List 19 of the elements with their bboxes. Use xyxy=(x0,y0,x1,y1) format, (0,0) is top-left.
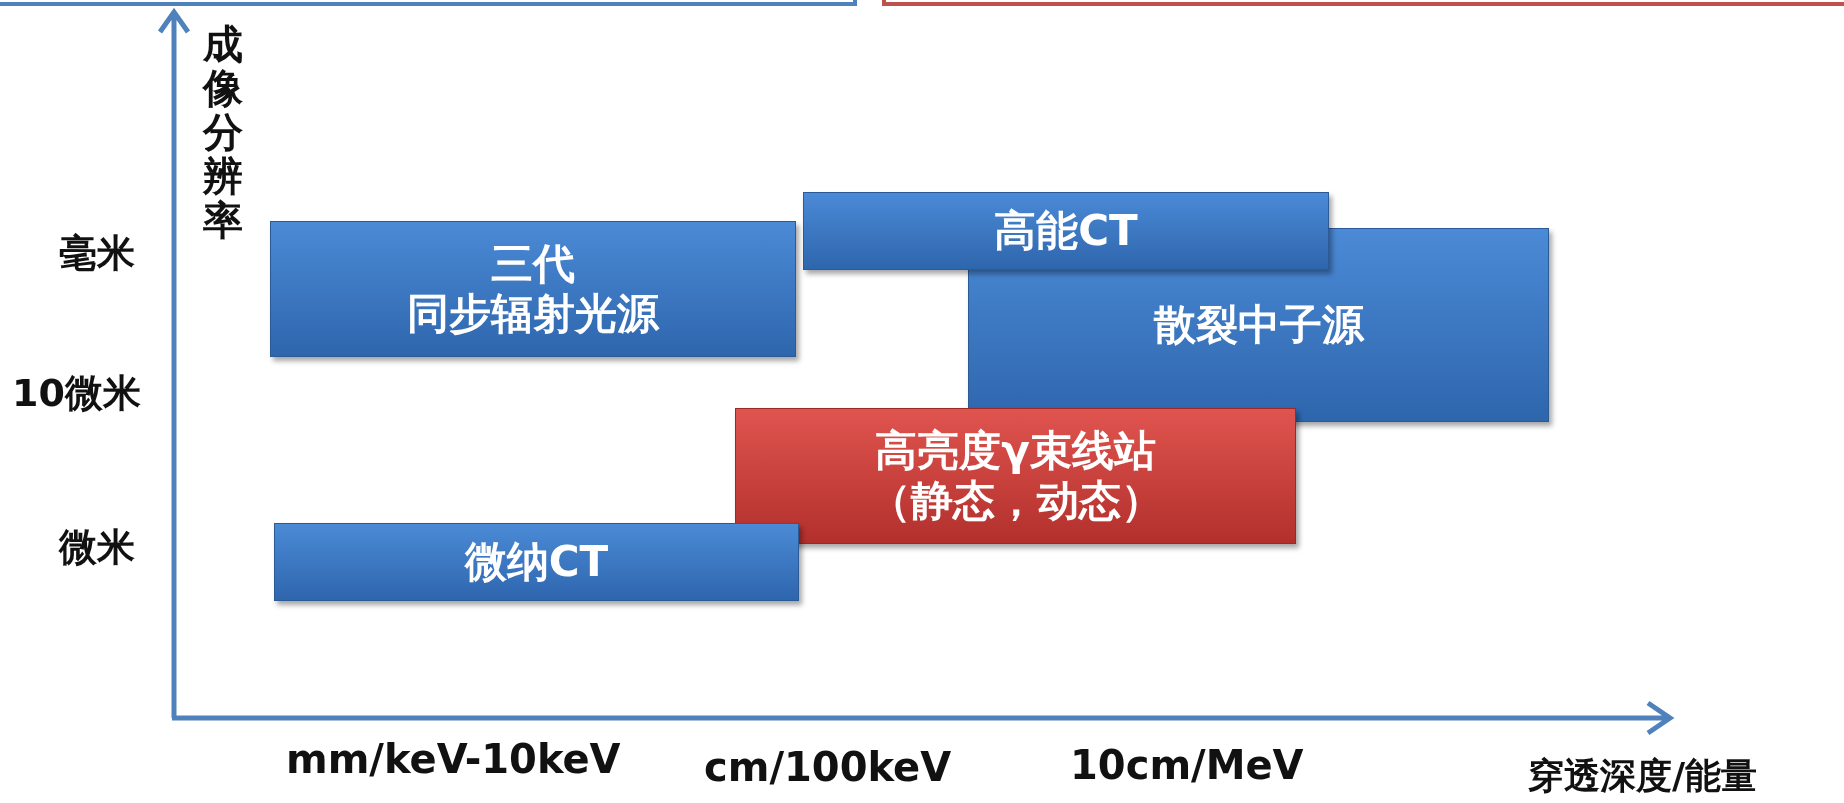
box-label: 三代 xyxy=(491,238,575,289)
axis-title: 穿透深度/能量 xyxy=(1528,754,1758,798)
box-label: 同步辐射光源 xyxy=(407,289,659,340)
tick-label: 毫米 xyxy=(59,230,135,277)
range-box xyxy=(803,192,1329,270)
box-label: （静态，动态） xyxy=(868,476,1163,527)
box-label: 高能CT xyxy=(994,205,1138,257)
range-box xyxy=(735,408,1296,544)
box-label: 高亮度γ束线站 xyxy=(875,425,1156,476)
tick-label: cm/100keV xyxy=(704,744,952,790)
tick-label: 10cm/MeV xyxy=(1070,742,1304,788)
range-box xyxy=(274,523,799,601)
tick-label: 微米 xyxy=(59,524,135,571)
box-label: 散裂中子源 xyxy=(1153,299,1364,351)
tick-label: mm/keV-10keV xyxy=(286,736,621,782)
range-box xyxy=(270,221,796,357)
box-label: 微纳CT xyxy=(464,536,609,588)
axis-title: 成像分辨率 xyxy=(203,22,243,242)
tick-label: 10微米 xyxy=(12,370,141,417)
